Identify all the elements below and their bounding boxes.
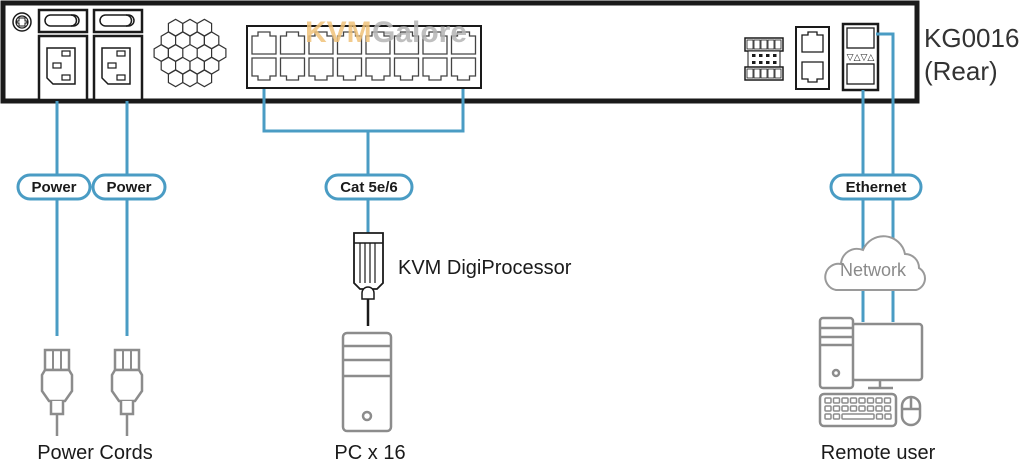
ground-screw-icon [12,12,32,32]
power-socket-right [92,34,144,102]
network-cloud-icon: Network [824,235,926,291]
power-plug-icon-left [40,348,74,436]
device-view-label: (Rear) [924,56,998,86]
network-label: Network [840,260,907,280]
pc-tower-icon [341,331,393,433]
watermark-galore: Galore [372,16,467,49]
svg-text:Power: Power [31,179,76,196]
svg-text:Ethernet: Ethernet [846,179,907,196]
rj45-port [336,57,363,81]
rj45-port [450,57,477,81]
remote-workstation-icon [818,316,924,428]
power-plug-icon-right [110,348,144,436]
power-right-pill: Power [91,173,167,201]
rj45-port [422,57,448,81]
rj45-port [336,31,363,55]
rj45-port [308,57,334,81]
power-switch-right [92,8,144,34]
rj45-port [251,31,277,55]
pc-label: PC x 16 [334,442,405,462]
ethernet-cable-right [876,32,895,322]
rj45-ports [251,31,477,81]
kvm-digiprocessor-icon [353,232,384,326]
rj45-port [393,31,420,55]
rj45-port [251,57,277,81]
watermark-kvm: KVM [305,16,372,49]
terminal-block-icon [744,37,784,81]
vent-hexagon [182,69,198,88]
power-left-pill: Power [16,173,92,201]
cat-cable-pill: Cat 5e/6 [324,173,414,201]
power-socket-left [37,34,89,102]
vent-hexagon [196,69,213,88]
rj45-port [279,31,306,55]
svg-text:Cat 5e/6: Cat 5e/6 [340,179,398,196]
rj45-port [308,31,334,55]
cat-cable-bracket [262,89,465,133]
power-switch-left [37,8,89,34]
serial-ports [795,26,830,90]
digiprocessor-label: KVM DigiProcessor [398,257,572,279]
vent-hexagon [167,69,184,88]
remote-user-label: Remote user [821,442,936,462]
fan-vent-icon [153,18,227,88]
rj45-port [365,57,391,81]
rj45-port [450,31,477,55]
ethernet-pill: Ethernet [829,173,923,201]
rj45-port [279,57,306,81]
power-cords-label: Power Cords [37,442,153,462]
svg-text:Power: Power [106,179,151,196]
rj45-port [422,31,448,55]
svg-text:▽△▽△: ▽△▽△ [847,53,875,63]
device-model-label: KG0016 [924,23,1019,53]
rj45-port [393,57,420,81]
lan-ports: ▽△▽△ [841,22,880,92]
rj45-port [365,31,391,55]
